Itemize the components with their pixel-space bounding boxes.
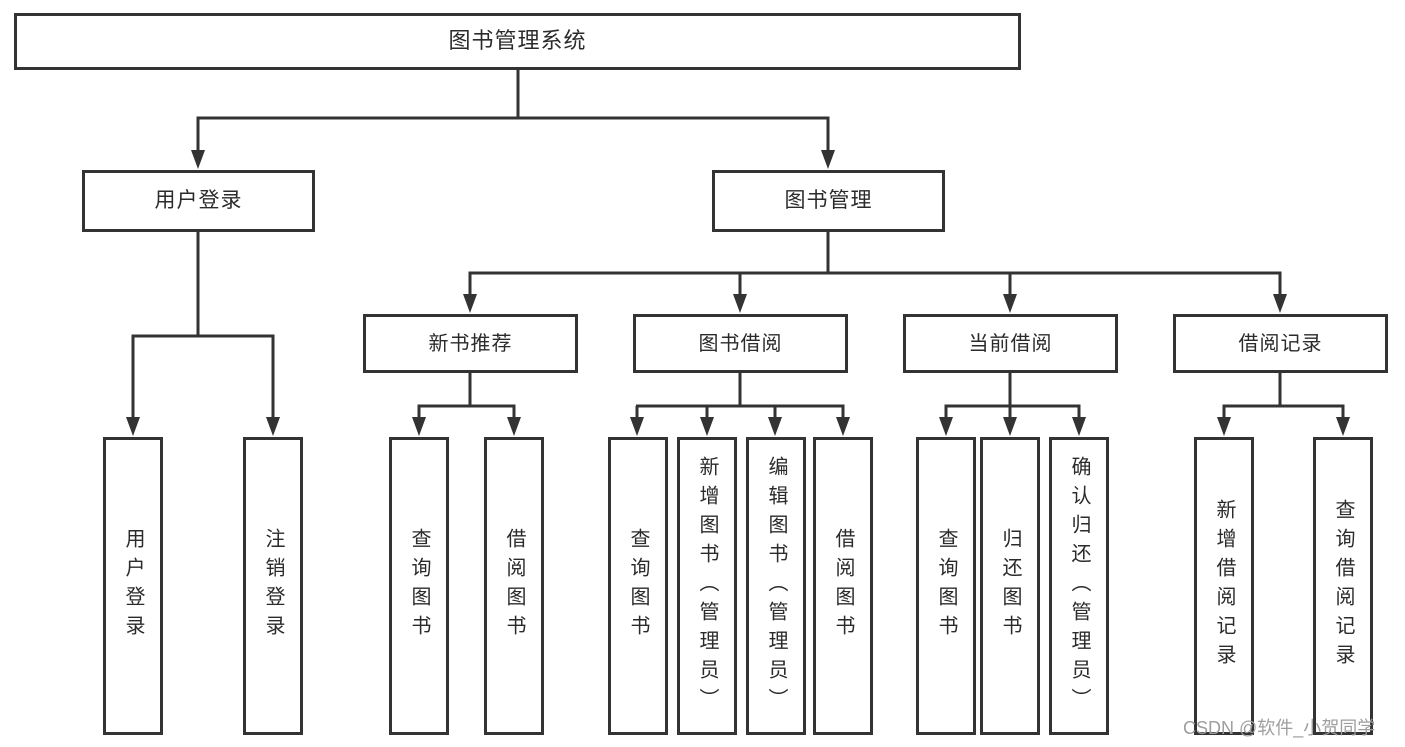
node-root: 图书管理系统 bbox=[14, 13, 1021, 70]
watermark: CSDN @软件_小贺同学 bbox=[1183, 718, 1376, 738]
node-borrow-record: 借阅记录 bbox=[1173, 314, 1388, 373]
connector-book-management-children bbox=[468, 232, 1282, 297]
leaf-edit-book-admin: 编辑图书（管理员） bbox=[746, 437, 806, 735]
arrow-heads bbox=[126, 150, 1350, 436]
connector-current-borrow-children bbox=[944, 373, 1081, 420]
leaf-recommend-borrow-book: 借阅图书 bbox=[484, 437, 544, 735]
leaf-confirm-return-admin: 确认归还（管理员） bbox=[1049, 437, 1109, 735]
node-new-book-recommend: 新书推荐 bbox=[363, 314, 578, 373]
connector-new-book-recommend-children bbox=[417, 373, 516, 420]
leaf-return-book: 归还图书 bbox=[980, 437, 1040, 735]
node-book-management: 图书管理 bbox=[712, 170, 945, 232]
leaf-current-query-book: 查询图书 bbox=[916, 437, 976, 735]
connector-user-login-children bbox=[131, 232, 275, 420]
leaf-borrow-query-book: 查询图书 bbox=[608, 437, 668, 735]
leaf-query-borrow-record: 查询借阅记录 bbox=[1313, 437, 1373, 735]
node-user-login: 用户登录 bbox=[82, 170, 315, 232]
leaf-user-login: 用户登录 bbox=[103, 437, 163, 735]
connector-borrow-record-children bbox=[1222, 373, 1345, 420]
leaf-logout-login: 注销登录 bbox=[243, 437, 303, 735]
node-book-borrow: 图书借阅 bbox=[633, 314, 848, 373]
connector-root-to-level2 bbox=[196, 70, 830, 153]
connector-book-borrow-children bbox=[635, 373, 845, 420]
node-current-borrow: 当前借阅 bbox=[903, 314, 1118, 373]
leaf-borrow-book: 借阅图书 bbox=[813, 437, 873, 735]
leaf-recommend-query-book: 查询图书 bbox=[389, 437, 449, 735]
leaf-add-book-admin: 新增图书（管理员） bbox=[677, 437, 737, 735]
leaf-add-borrow-record: 新增借阅记录 bbox=[1194, 437, 1254, 735]
